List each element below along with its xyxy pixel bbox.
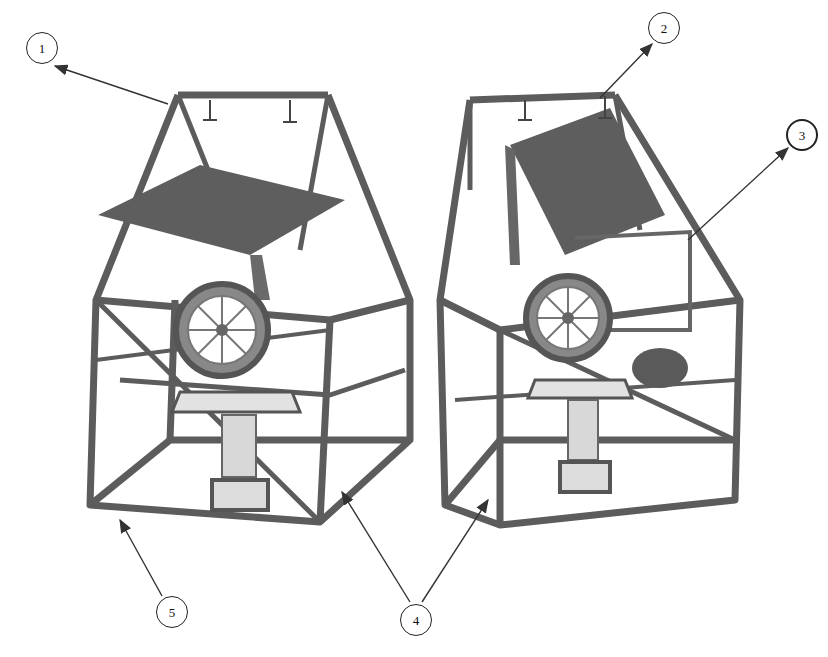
right-hopper — [505, 96, 690, 492]
callout-number: 4 — [413, 614, 420, 627]
callout-number: 2 — [661, 22, 668, 35]
callout-number: 3 — [799, 129, 806, 142]
callout-circle: 5 — [156, 596, 188, 628]
leader-lines — [55, 44, 788, 602]
callout-circle: 3 — [786, 119, 818, 151]
left-hopper — [98, 100, 345, 510]
callout-number: 5 — [169, 606, 176, 619]
callout-circle: 1 — [26, 32, 58, 64]
left-frame — [90, 95, 410, 522]
callout-circle: 2 — [648, 12, 680, 44]
callout-number: 1 — [39, 42, 46, 55]
callout-circle: 4 — [400, 604, 432, 636]
right-frame — [440, 95, 740, 525]
